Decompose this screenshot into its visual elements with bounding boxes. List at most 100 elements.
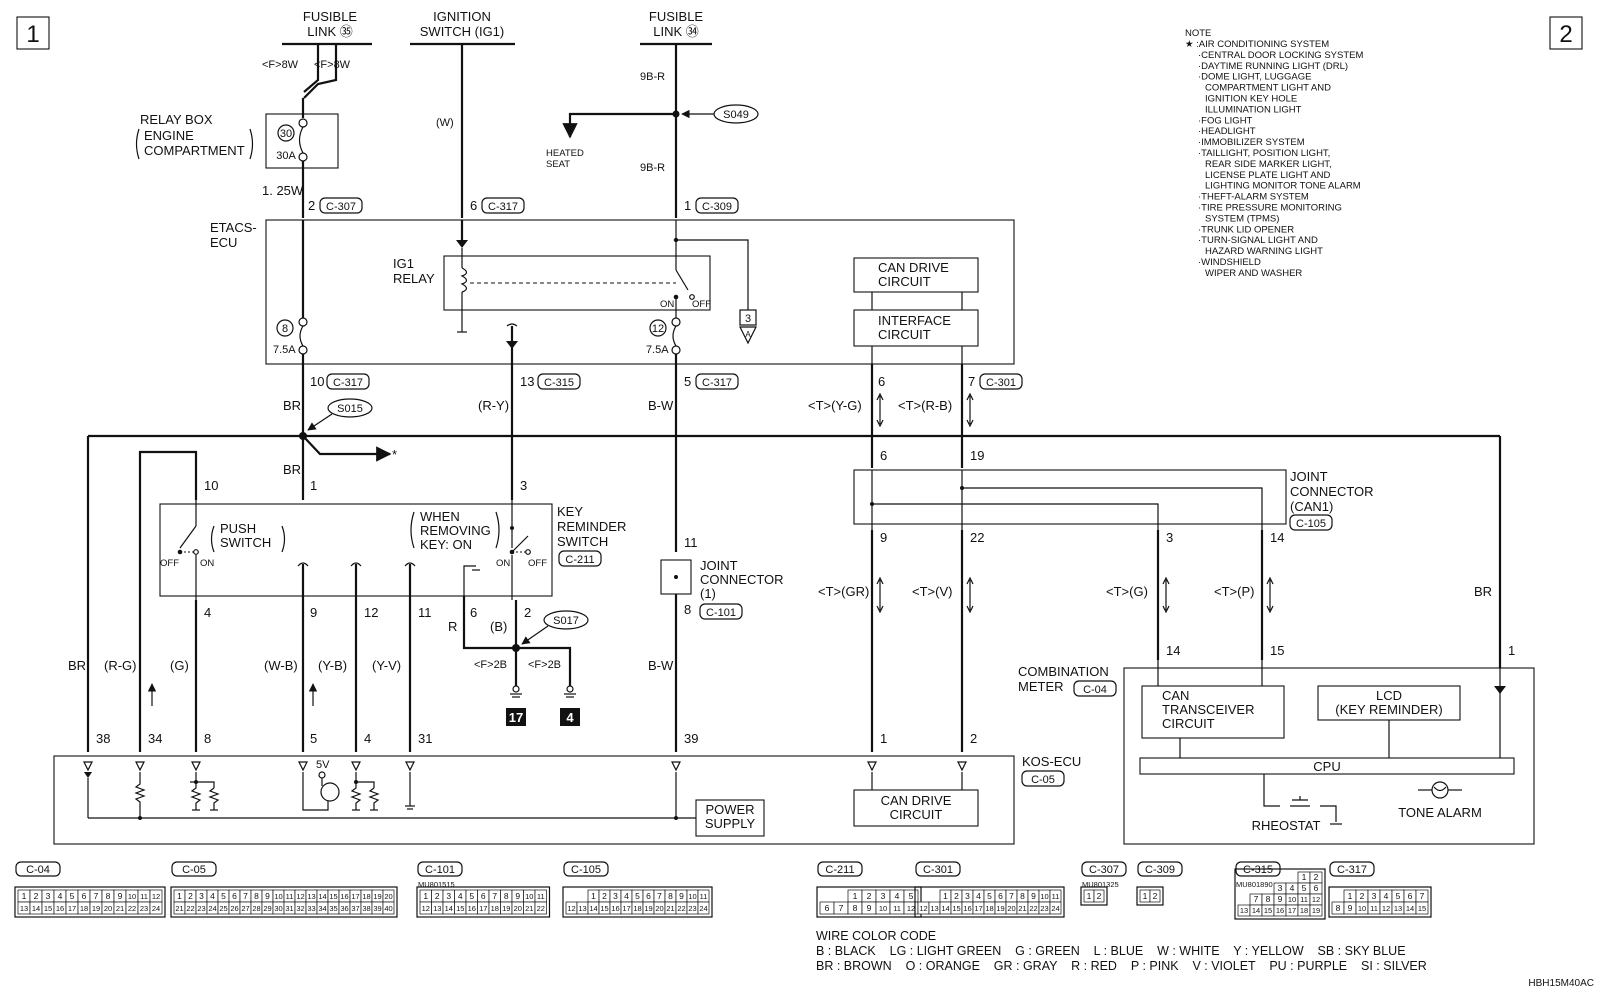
pin-6-key: 6 (470, 605, 477, 620)
connector-pin: 9 (515, 891, 520, 901)
conn-c301: C-301 (986, 377, 1016, 389)
wire-t-r-b: <T>(R-B) (898, 398, 952, 413)
wire-br-low: BR (68, 658, 86, 673)
connector-pin: 9 (118, 891, 123, 901)
power-supply-2: SUPPLY (705, 816, 756, 831)
connector-part: MU801890 (1236, 880, 1273, 889)
connector-pin: 15 (456, 904, 464, 913)
wire-br-top: BR (283, 398, 301, 413)
combination-meter: COMBINATION METER C-04 14 15 1 CAN TRANS… (1018, 643, 1535, 845)
connector-pin: 38 (362, 904, 370, 913)
connector-pin: 11 (537, 892, 545, 901)
wire-b-w-low: B-W (648, 658, 674, 673)
connector-pin: 2 (867, 891, 872, 901)
connector-pin: 40 (384, 904, 392, 913)
connector-pin: 9 (1031, 891, 1036, 901)
connector-pin: 11 (140, 892, 148, 901)
joint1-1: JOINT (700, 558, 738, 573)
connector-pin: 7 (1254, 894, 1259, 904)
note-item: SYSTEM (TPMS) (1205, 213, 1279, 224)
pin-11-key: 11 (418, 605, 432, 620)
connector-pin: 12 (296, 892, 304, 901)
wire-r-y: (R-Y) (478, 398, 509, 413)
ignition-line2: SWITCH (IG1) (420, 24, 505, 39)
connector-pin: 22 (1029, 904, 1037, 913)
jcan-1: JOINT (1290, 469, 1328, 484)
note-item: IGNITION KEY HOLE (1205, 94, 1297, 105)
kos-terminal (83, 761, 93, 772)
connector-pin: 17 (974, 904, 982, 913)
wire-b-w-top: B-W (648, 398, 674, 413)
conn-c317a: C-317 (488, 201, 518, 213)
connector-pin: 16 (1276, 906, 1284, 915)
connector-pin: 4 (58, 891, 63, 901)
connector-pin: 7 (243, 891, 248, 901)
pin-2-kos: 2 (970, 731, 977, 746)
push-switch-1: PUSH (220, 521, 256, 536)
note-item: COMPARTMENT LIGHT AND (1205, 83, 1331, 94)
connector-pin: 25 (219, 904, 227, 913)
note-item: ·DAYTIME RUNNING LIGHT (DRL) (1198, 61, 1348, 72)
connector-pin: 2 (188, 891, 193, 901)
color-code-title: WIRE COLOR CODE (816, 929, 936, 943)
etacs-can-drive-2: CIRCUIT (878, 274, 931, 289)
pin-31: 31 (418, 731, 432, 746)
connector-pin: 15 (1418, 904, 1426, 913)
connector-pin: 11 (1052, 892, 1060, 901)
connector-pin: 3 (613, 891, 618, 901)
connector-pin: 13 (930, 904, 938, 913)
diagram-code: HBH15M40AC (1528, 978, 1594, 989)
conn-c309: C-309 (702, 201, 732, 213)
connector-pin: 8 (853, 903, 858, 913)
joint-connector-can1: JOINT CONNECTOR (CAN1) C-105 (853, 469, 1374, 531)
page-tag-left (16, 16, 50, 50)
splice-s049: S049 (723, 109, 749, 121)
wire-y-b: (Y-B) (318, 658, 347, 673)
connector-pin: 15 (600, 904, 608, 913)
connector-pin: 9 (265, 891, 270, 901)
connector-pin: 22 (186, 904, 194, 913)
connector-pin: 22 (128, 904, 136, 913)
kos-terminal (191, 761, 201, 772)
note-item: ·TIRE PRESSURE MONITORING (1198, 203, 1342, 214)
lcd-2: (KEY REMINDER) (1335, 702, 1442, 717)
fusible-34-line2: LINK ㉞ (653, 24, 699, 39)
connector-pin: 1 (1087, 891, 1092, 901)
note-item: ·WINDSHIELD (1198, 257, 1261, 268)
meter-can-2: TRANSCEIVER (1162, 702, 1254, 717)
connector-pin: 12 (422, 904, 430, 913)
heated-seat-1: HEATED (546, 148, 584, 159)
connector-pin: 1 (853, 891, 858, 901)
connector-pin: 33 (307, 904, 315, 913)
connector-pin: 9 (679, 891, 684, 901)
meter-can-3: CIRCUIT (1162, 716, 1215, 731)
etacs-label-2: ECU (210, 235, 237, 250)
ig1-on: ON (660, 299, 674, 310)
connector-pin: 14 (318, 892, 326, 901)
connector-pin: 4 (976, 891, 981, 901)
pin-9-jcan: 9 (880, 530, 887, 545)
push-switch-2: SWITCH (220, 535, 271, 550)
pin-38: 38 (96, 731, 110, 746)
pin-4-kos: 4 (364, 731, 371, 746)
pin-14-jcan: 14 (1270, 530, 1284, 545)
connector-pin: 39 (373, 904, 381, 913)
tone-alarm-label: TONE ALARM (1398, 805, 1482, 820)
fuse-12-amp: 7.5A (646, 344, 669, 356)
connector-pin: 1 (1348, 891, 1353, 901)
fusible-36-line1: FUSIBLE (303, 9, 358, 24)
connector-pin: 19 (644, 904, 652, 913)
fusible-34-line1: FUSIBLE (649, 9, 704, 24)
connector-pin: 6 (1408, 891, 1413, 901)
wire-f2b-b: <F>2B (528, 659, 561, 671)
connector-pin: 1 (423, 891, 428, 901)
meter-1: COMBINATION (1018, 664, 1109, 679)
pin-7-can: 7 (968, 374, 975, 389)
wire-t-g: <T>(G) (1106, 584, 1148, 599)
connector-pin: 37 (351, 904, 359, 913)
key-off: OFF (528, 558, 547, 569)
meter-can-1: CAN (1162, 688, 1189, 703)
connector-pin: 13 (307, 892, 315, 901)
lcd-1: LCD (1376, 688, 1402, 703)
